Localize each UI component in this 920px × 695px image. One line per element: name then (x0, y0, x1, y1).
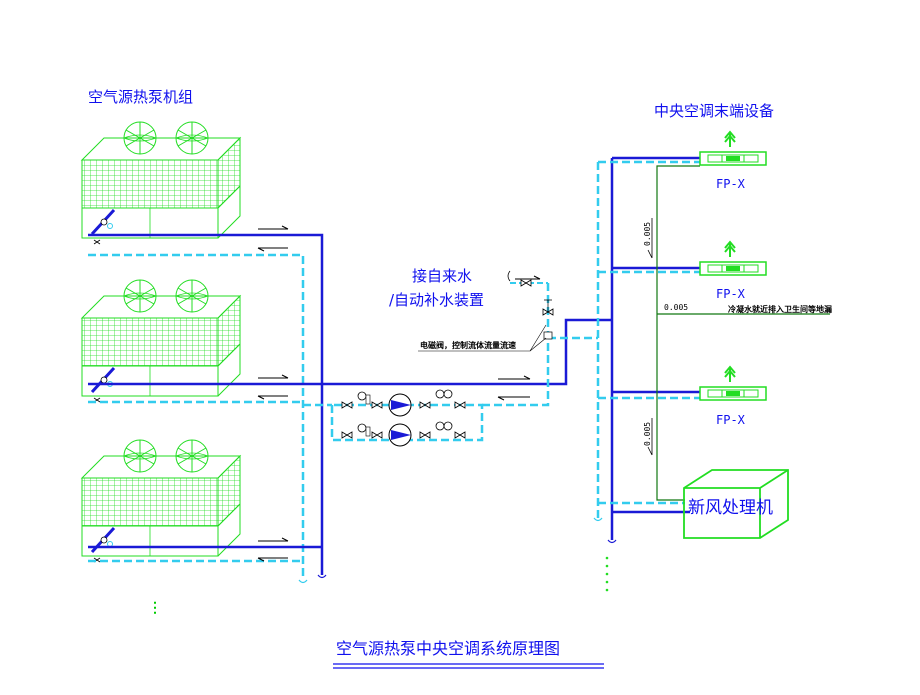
heat-pump-group-label: 空气源热泵机组 (88, 88, 193, 106)
return-collector-left (88, 253, 305, 580)
continuation-mark: ⋮ (148, 600, 162, 616)
fan-coil-3 (699, 365, 767, 401)
fan-coil-label-1: FP-X (716, 177, 746, 191)
makeup-valves (507, 270, 554, 340)
diagram-title: 空气源热泵中央空调系统原理图 (336, 639, 560, 658)
pump-loop (330, 403, 484, 442)
fresh-air-unit-label: 新风处理机 (688, 498, 773, 518)
heat-pump-unit-2 (80, 279, 242, 403)
fan-coil-1 (699, 130, 767, 166)
fan-coil-label-3: FP-X (716, 413, 746, 427)
makeup-water-label-2: /自动补水装置 (389, 291, 484, 309)
flow-arrows-center (497, 275, 541, 401)
slope-label-1: 0.005 (643, 222, 652, 246)
supply-collector-left (88, 233, 324, 575)
fan-coil-2 (699, 240, 767, 276)
flow-arrows-left (257, 225, 289, 562)
circulation-pump-1 (388, 393, 412, 417)
circulation-pump-2 (388, 423, 412, 447)
airflow-arrow-icon (724, 240, 736, 257)
airflow-arrow-icon (724, 365, 736, 382)
title-underline (333, 663, 604, 669)
condensate-lines (656, 165, 830, 501)
condensate-note: 冷凝水就近排入卫生间等地漏 (728, 304, 832, 314)
fan-coil-units (699, 130, 767, 401)
heat-pump-unit-1 (80, 121, 242, 245)
main-supply-pipe (322, 318, 612, 386)
fan-coil-label-2: FP-X (716, 287, 746, 301)
fresh-air-unit (683, 469, 789, 539)
airflow-arrow-icon (724, 130, 736, 147)
makeup-water-label-1: 接自来水 (412, 267, 472, 285)
heat-pump-units (80, 121, 242, 563)
slope-label-2: 0.005 (664, 303, 688, 312)
main-return-pipe (303, 283, 550, 407)
heat-pump-unit-3 (80, 439, 242, 563)
slope-label-3: 0.005 (643, 422, 652, 446)
terminal-group-label: 中央空调末端设备 (654, 102, 774, 120)
pump-valves (341, 389, 466, 439)
solenoid-valve-note: 电磁阀，控制流体流量流速 (420, 340, 516, 350)
